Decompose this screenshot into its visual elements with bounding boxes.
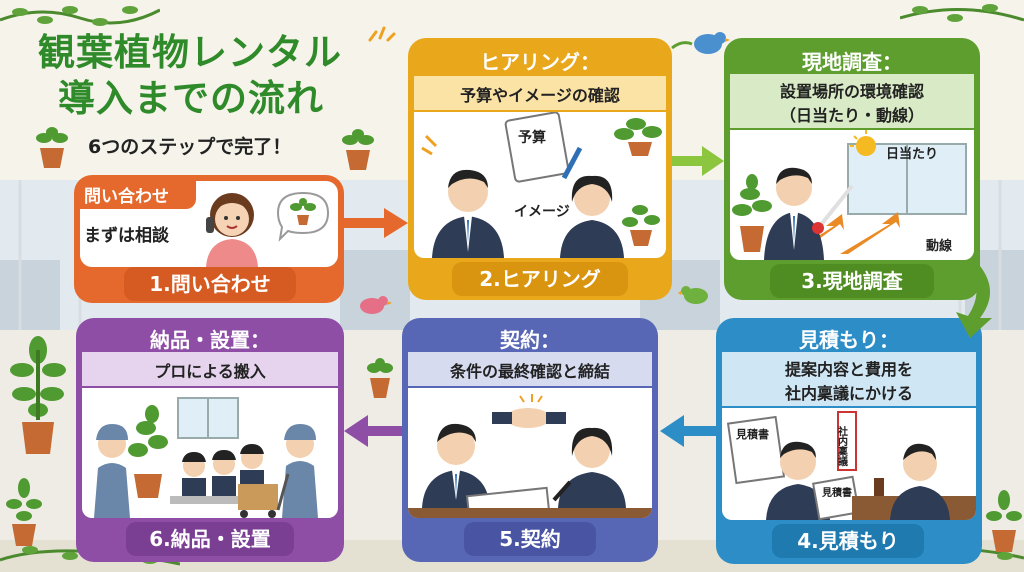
arrow-3-to-4 <box>956 266 992 338</box>
step-3-illustration: 日当たり 動線 <box>730 130 974 260</box>
bird-icon <box>671 32 730 54</box>
man-measuring-icon <box>764 167 854 260</box>
vine-top-left-icon <box>0 6 160 26</box>
step-2-card: ヒアリング： 予算やイメージの確認 予算 イメージ 2.ヒアリング <box>408 38 672 300</box>
title-line-2: 導入までの流れ <box>58 77 324 120</box>
step-4-label: 4.見積もり <box>772 524 924 558</box>
step-1-label: 1.問い合わせ <box>124 267 296 301</box>
step-5-illustration <box>408 388 652 518</box>
step-1-header: 問い合わせ <box>84 187 169 207</box>
step-5-header: 契約： <box>500 328 560 352</box>
step-1-sub: まずは相談 <box>84 226 169 246</box>
note-image: イメージ <box>514 204 570 220</box>
man-in-suit-icon <box>432 169 504 258</box>
handshake-icon <box>492 408 566 428</box>
step-4-header: 見積もり： <box>799 328 899 352</box>
note-ringi: 社内稟議 <box>836 425 849 467</box>
step-5-sub: 条件の最終確認と締結 <box>449 362 610 381</box>
page-title: 観葉植物レンタル 導入までの流れ <box>38 30 342 122</box>
step-3-card: 現地調査： 設置場所の環境確認 （日当たり・動線） 日当たり 動線 3.現地調査 <box>724 38 980 300</box>
note-estimate-2: 見積書 <box>821 486 852 499</box>
step-2-label: 2.ヒアリング <box>452 262 628 296</box>
step-2-illustration: 予算 イメージ <box>414 112 666 258</box>
step-4-sub-band <box>722 352 976 406</box>
step-6-card: 納品・設置： プロによる搬入 <box>76 318 344 562</box>
step-6-label: 6.納品・設置 <box>126 522 294 556</box>
note-traffic-line: 動線 <box>926 238 953 254</box>
step-6-header: 納品・設置： <box>150 328 270 352</box>
potted-plant-icon <box>10 336 66 454</box>
mover-with-plant-icon <box>94 405 168 518</box>
step-3-sub-band <box>730 74 974 128</box>
step-5-sub-band <box>408 352 652 386</box>
subtitle: 6つのステップで完了！ <box>88 136 292 158</box>
speech-bubble-plant-icon <box>276 191 330 242</box>
step-1-header-badge <box>78 179 196 209</box>
step-6-sub: プロによる搬入 <box>154 362 266 381</box>
woman-signing-icon <box>552 427 626 508</box>
potted-plant-icon <box>367 358 393 398</box>
bird-icon <box>678 286 708 304</box>
step-6-illustration <box>82 388 338 518</box>
step-6-sub-band <box>82 352 338 386</box>
step-3-sub: 設置場所の環境確認 <box>779 82 924 101</box>
arrow-2-to-3 <box>672 146 724 176</box>
sparkle-icon <box>368 26 396 42</box>
step-3-label: 3.現地調査 <box>770 264 934 298</box>
title-line-1: 観葉植物レンタル <box>38 31 342 74</box>
step-5-card: 契約： 条件の最終確認と締結 5.契約 <box>402 318 658 562</box>
vine-top-right-icon <box>900 4 1024 22</box>
arrow-1-to-2 <box>344 208 408 238</box>
bird-icon <box>360 296 392 314</box>
step-4-sub-2: 社内稟議にかける <box>784 384 913 403</box>
note-sunlight: 日当たり <box>886 146 938 162</box>
arrow-4-to-5 <box>660 415 716 447</box>
step-4-sub: 提案内容と費用を <box>784 360 913 379</box>
potted-plant-icon <box>986 490 1022 552</box>
step-4-illustration: 見積書 社内稟議 見積書 <box>722 408 976 520</box>
arrow-5-to-6 <box>344 415 402 447</box>
step-1-card: 問い合わせ まずは相談 1.問い合わせ <box>74 175 344 303</box>
woman-in-suit-icon <box>560 175 624 258</box>
potted-plant-icon <box>342 129 374 170</box>
note-estimate-1: 見積書 <box>735 427 769 441</box>
step-3-header: 現地調査： <box>802 50 902 74</box>
step-2-header: ヒアリング： <box>480 50 600 74</box>
woman-on-phone-icon <box>206 193 258 267</box>
note-budget: 予算 <box>518 129 546 146</box>
step-3-sub-2: （日当たり・動線） <box>779 106 924 125</box>
potted-plant-icon <box>6 478 42 546</box>
step-2-sub: 予算やイメージの確認 <box>460 86 620 105</box>
potted-plant-icon <box>36 127 68 168</box>
step-2-sub-band <box>414 76 666 110</box>
step-5-label: 5.契約 <box>464 522 596 556</box>
manager-icon <box>890 443 950 520</box>
step-4-card: 見積もり： 提案内容と費用を 社内稟議にかける 見積書 社内稟議 見積書 4.見… <box>716 318 982 564</box>
mover-with-cart-icon <box>238 424 318 518</box>
